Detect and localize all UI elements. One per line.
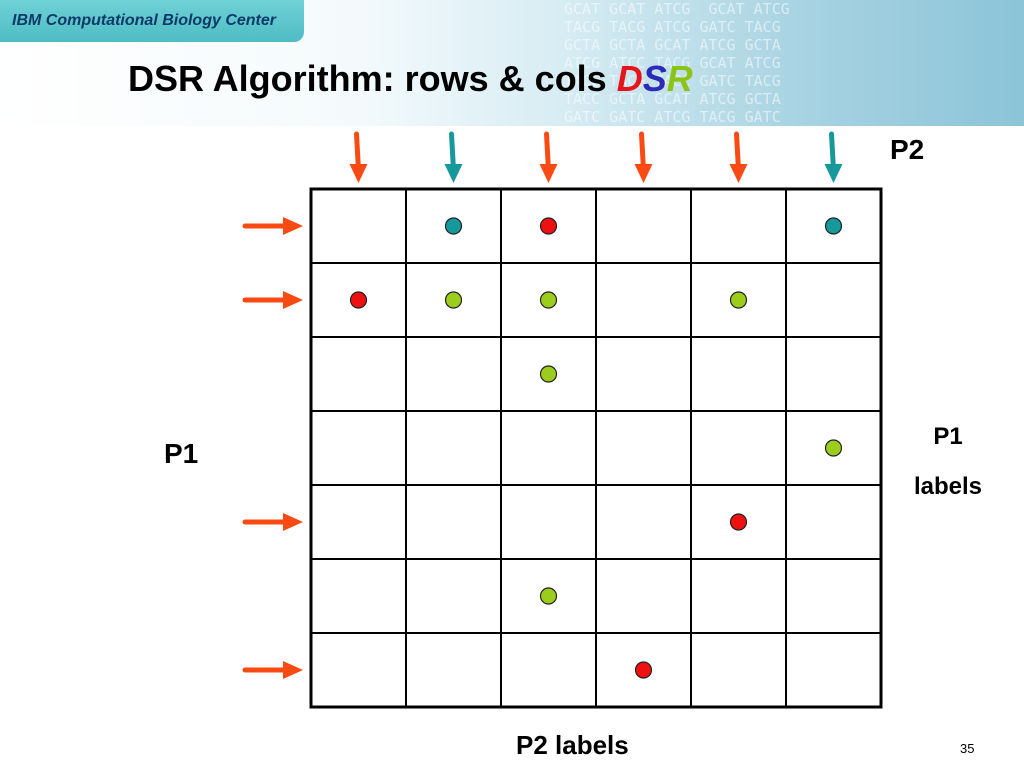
dna-background-decoration: GCAT GCAT ATCG GCAT ATCG TACG TACG ATCG … [564, 0, 790, 126]
title-letter-r: R [666, 58, 693, 99]
p1-labels-line2: labels [913, 473, 983, 500]
column-arrow-teal [444, 131, 463, 183]
row-arrow [242, 217, 303, 235]
row-arrows [242, 217, 303, 679]
column-arrow-head [729, 164, 748, 183]
title-text: DSR Algorithm: rows & cols [128, 58, 617, 99]
column-arrows [349, 131, 843, 183]
dot-teal [824, 217, 843, 235]
column-arrow-head [824, 164, 843, 183]
p2-labels-caption: P2 labels [516, 730, 629, 760]
row-arrow-head [283, 661, 303, 679]
column-arrow-head [539, 164, 558, 183]
page-number: 35 [960, 741, 975, 756]
dot-green [539, 587, 558, 605]
title-letter-s: S [642, 58, 667, 99]
org-tab: IBM Computational Biology Center [0, 0, 304, 42]
column-arrow-orange [634, 131, 653, 183]
dot-red [539, 217, 558, 235]
dot-green [539, 365, 558, 383]
header-banner: GCAT GCAT ATCG GCAT ATCG TACG TACG ATCG … [0, 0, 1024, 126]
dot-red [729, 513, 748, 531]
row-arrow [242, 661, 303, 679]
p2-axis-label: P2 [890, 134, 925, 165]
column-arrow-head [634, 164, 653, 183]
dot-green [729, 291, 748, 309]
row-arrow-head [283, 217, 303, 235]
title-letter-d: D [616, 58, 643, 99]
row-arrow [242, 291, 303, 309]
grid [309, 187, 883, 709]
dots [349, 217, 843, 679]
column-arrow-orange [349, 131, 368, 183]
dot-red [349, 291, 368, 309]
dot-green [539, 291, 558, 309]
row-arrow-head [283, 513, 303, 531]
dot-green [444, 291, 463, 309]
column-arrow-orange [539, 131, 558, 183]
row-arrow [242, 513, 303, 531]
dot-red [634, 661, 653, 679]
row-arrow-head [283, 291, 303, 309]
column-arrow-head [444, 164, 463, 183]
dot-teal [444, 217, 463, 235]
slide-title: DSR Algorithm: rows & cols DSR [128, 58, 693, 100]
column-arrow-orange [729, 131, 748, 183]
p1-labels-line1: P1 [933, 423, 963, 450]
column-arrow-head [349, 164, 368, 183]
dot-green [824, 439, 843, 457]
p1-labels-caption: P1 labels [900, 412, 996, 512]
column-arrow-teal [824, 131, 843, 183]
p1-axis-label: P1 [164, 438, 199, 469]
